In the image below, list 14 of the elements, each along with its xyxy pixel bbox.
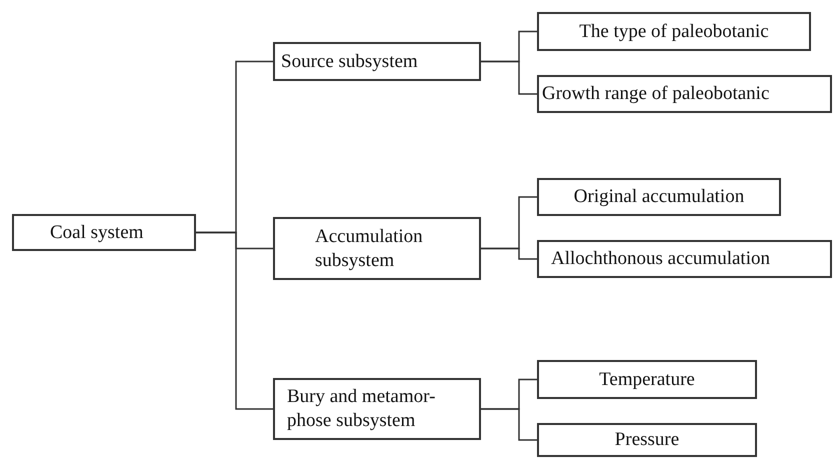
connector-line bbox=[481, 248, 537, 260]
text-box: Source subsystem bbox=[273, 42, 481, 81]
text-box: Pressure bbox=[537, 423, 757, 457]
connector-line bbox=[196, 232, 273, 410]
text-box: Accumulation subsystem bbox=[273, 217, 481, 280]
text-box: Coal system bbox=[12, 214, 196, 251]
text-box: Allochthonous accumulation bbox=[537, 240, 832, 278]
connector-line bbox=[481, 408, 537, 441]
connector-line bbox=[481, 60, 537, 95]
text-box: The type of paleobotanic bbox=[537, 12, 811, 51]
text-box: Bury and metamor- phose subsystem bbox=[273, 378, 481, 440]
text-box: Growth range of paleobotanic bbox=[537, 75, 832, 113]
text-box: Temperature bbox=[537, 360, 757, 399]
text-box: Original accumulation bbox=[537, 178, 781, 216]
